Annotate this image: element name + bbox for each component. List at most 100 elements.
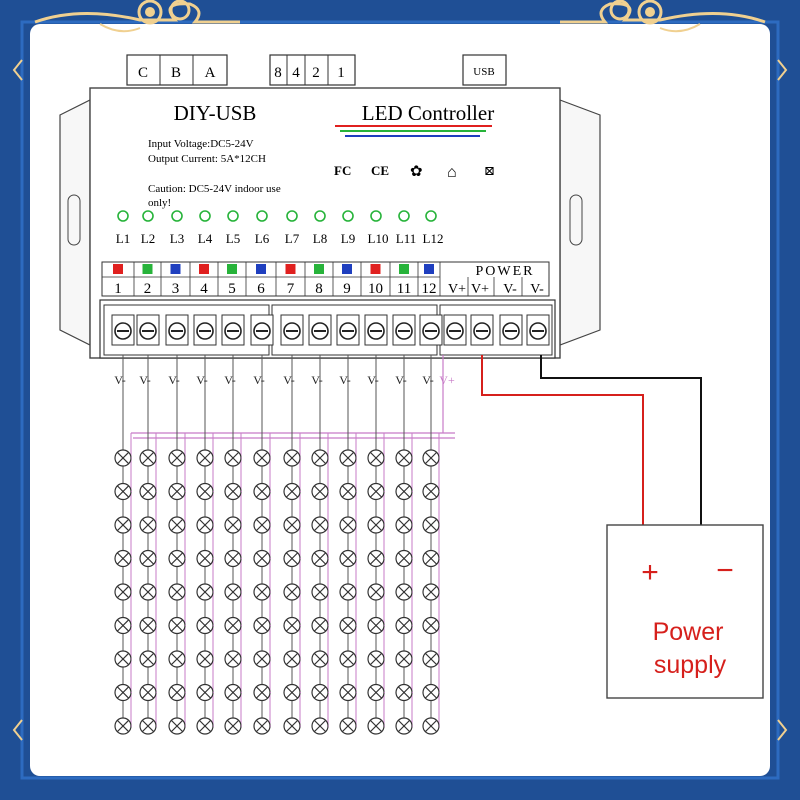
channel-wire-label: V-: [395, 373, 407, 387]
channel-wire-label: V-: [139, 373, 151, 387]
power-terminal-labels: POWER V+ V+ V- V-: [448, 264, 544, 297]
channel-number: 3: [172, 281, 180, 297]
indicator-led: [398, 210, 410, 222]
channel-led-label: L10: [368, 231, 389, 246]
controller-box: DIY-USB LED Controller Input Voltage:DC5…: [59, 87, 601, 359]
channel-color-square: [113, 264, 123, 274]
controller-title: LED Controller: [362, 101, 494, 125]
channel-wire-label: V-: [422, 373, 434, 387]
caution-text-cont: only!: [148, 197, 171, 209]
channel-color-square: [256, 264, 266, 274]
channel-number: 1: [114, 281, 122, 297]
switch-label-a: A: [205, 65, 216, 81]
channel-led-label: L3: [170, 231, 184, 246]
channel-wire-label: V-: [114, 373, 126, 387]
channel-color-square: [199, 264, 209, 274]
indicator-led: [142, 210, 154, 222]
channel-number: 9: [343, 281, 351, 297]
channel-number: 2: [144, 281, 152, 297]
channel-wire-label: V-: [196, 373, 208, 387]
indicator-led: [117, 210, 129, 222]
controller-model-name: DIY-USB: [174, 101, 257, 125]
channel-wire-label: V-: [339, 373, 351, 387]
power-terminal-label-4: V-: [530, 282, 544, 297]
power-label: POWER: [476, 264, 535, 279]
negative-wire: [540, 355, 702, 525]
code-switch-2: 2: [312, 65, 320, 81]
cloud-ornament-top-left: [34, 0, 240, 33]
indicator-led: [370, 210, 382, 222]
indicator-led: [256, 210, 268, 222]
channel-number: 7: [287, 281, 295, 297]
screw-terminal-block: [99, 299, 556, 359]
power-supply: + − Power supply: [606, 524, 764, 699]
channel-color-square: [170, 264, 181, 274]
channel-wire-label: V-: [253, 373, 265, 387]
channel-color-square: [424, 264, 434, 274]
recycle-icon: ✿: [410, 164, 423, 180]
input-voltage-text: Input Voltage:DC5-24V: [148, 138, 254, 150]
power-wires: [481, 355, 702, 525]
fcc-icon: FC: [334, 163, 351, 178]
ce-icon: CE: [371, 163, 389, 178]
indicator-led: [171, 210, 183, 222]
channel-color-square: [370, 264, 381, 274]
indicator-led: [227, 210, 239, 222]
lamp-strings: V- V- V- V- V- V- V- V- V- V- V- V- V+: [114, 355, 455, 735]
channel-led-label: L7: [285, 231, 300, 246]
channel-color-square: [285, 264, 296, 274]
weee-bin-icon: ⊠: [484, 163, 495, 178]
channel-led-label: L2: [141, 231, 155, 246]
output-current-text: Output Current: 5A*12CH: [148, 153, 266, 165]
indicator-led: [286, 210, 298, 222]
channel-wire-label: V-: [168, 373, 180, 387]
channel-wire-label: V-: [311, 373, 323, 387]
code-switch-4: 4: [292, 65, 300, 81]
channel-number: 4: [200, 281, 208, 297]
power-supply-label-line2: supply: [654, 651, 727, 679]
channel-number: 8: [315, 281, 323, 297]
channel-color-square: [314, 264, 324, 274]
channel-led-label: L1: [116, 231, 130, 246]
switch-label-b: B: [171, 65, 181, 81]
channel-wire-label: V-: [283, 373, 295, 387]
indicator-led: [314, 210, 326, 222]
code-switch-8: 8: [274, 65, 282, 81]
power-terminal-label-3: V-: [503, 282, 517, 297]
caution-text: Caution: DC5-24V indoor use: [148, 183, 281, 195]
code-switch-1: 1: [337, 65, 345, 81]
channel-led-label: L11: [396, 231, 416, 246]
channel-number: 6: [257, 281, 265, 297]
channel-color-square: [142, 264, 153, 274]
channel-number: 12: [422, 281, 437, 297]
channel-led-label: L5: [226, 231, 240, 246]
power-terminal-label-1: V+: [448, 282, 466, 297]
channel-wire-label: V-: [224, 373, 236, 387]
positive-wire: [481, 355, 644, 525]
negative-symbol: −: [716, 554, 734, 587]
cloud-ornament-top-right: [560, 0, 766, 33]
usb-port-label: USB: [473, 66, 494, 78]
indicator-led: [342, 210, 354, 222]
indicator-led: [425, 210, 437, 222]
positive-symbol: +: [641, 556, 659, 589]
channel-color-square: [227, 264, 237, 274]
title-underline-rgb: [335, 125, 492, 137]
indicator-led: [199, 210, 211, 222]
power-terminal-label-2: V+: [471, 282, 489, 297]
certification-marks: FC CE ✿ ⌂ ⊠: [334, 163, 495, 181]
channel-color-square: [399, 264, 409, 274]
switch-boxes: C B A 8 4 2 1 USB: [126, 54, 507, 86]
channel-led-label: L4: [198, 231, 213, 246]
switch-label-c: C: [138, 65, 148, 81]
common-wire-label: V+: [439, 373, 455, 387]
channel-number: 10: [368, 281, 383, 297]
channel-wire-label: V-: [367, 373, 379, 387]
channel-color-square: [342, 264, 352, 274]
channel-led-label: L9: [341, 231, 355, 246]
channel-led-label: L6: [255, 231, 270, 246]
channel-number: 11: [397, 281, 411, 297]
channel-number: 5: [228, 281, 236, 297]
